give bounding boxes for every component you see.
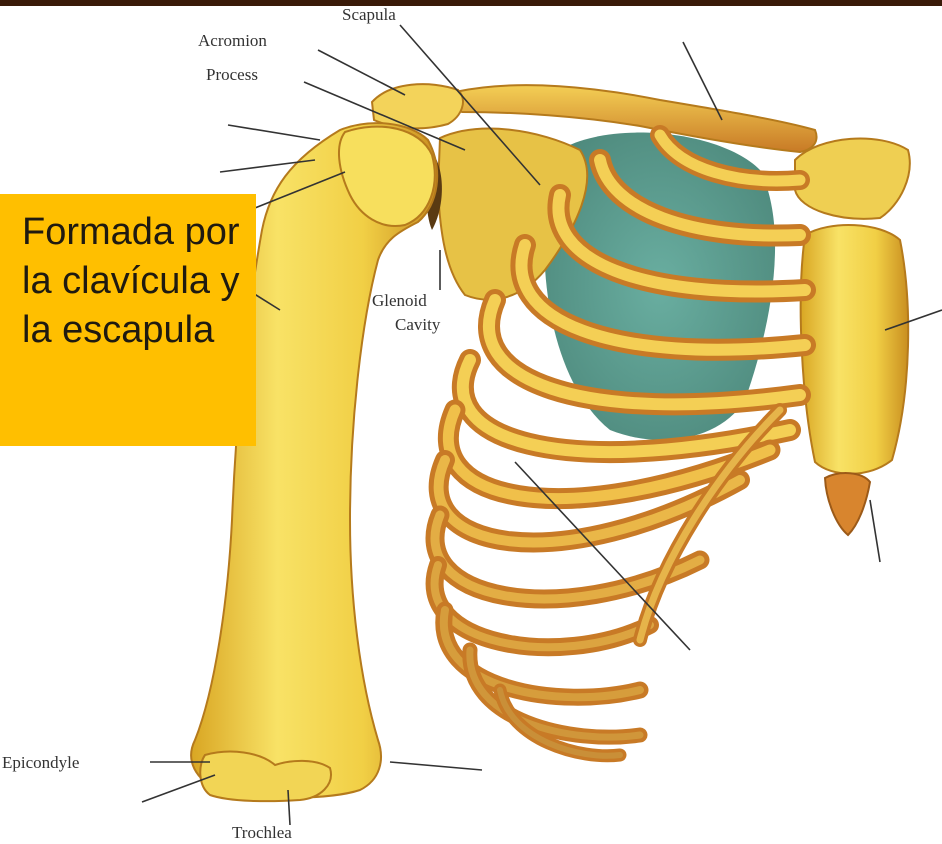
- label-trochlea: Trochlea: [232, 823, 292, 842]
- label-glenoid: Glenoid: [372, 291, 427, 310]
- scapula-bone: [436, 127, 589, 301]
- sternum-body: [799, 223, 910, 475]
- acromion-bone: [370, 83, 464, 130]
- label-scapula: Scapula: [342, 5, 396, 24]
- rib-cage: [425, 125, 816, 763]
- clavicle-bone: [449, 84, 818, 154]
- leader-lines: [141, 24, 942, 826]
- humerus-condyle: [199, 750, 332, 803]
- callout-text: Formada por la clavícula y la escapula: [22, 211, 240, 351]
- label-acromion: Acromion: [198, 31, 267, 50]
- humerus-head: [338, 125, 436, 227]
- label-epicondyle: Epicondyle: [2, 753, 79, 772]
- sternum-manubrium: [794, 137, 911, 220]
- label-cavity: Cavity: [395, 315, 441, 334]
- top-border-strip: [0, 0, 942, 6]
- label-process: Process: [206, 65, 258, 84]
- callout-box: Formada por la clavícula y la escapula: [0, 194, 256, 446]
- xiphoid-process: [823, 472, 872, 537]
